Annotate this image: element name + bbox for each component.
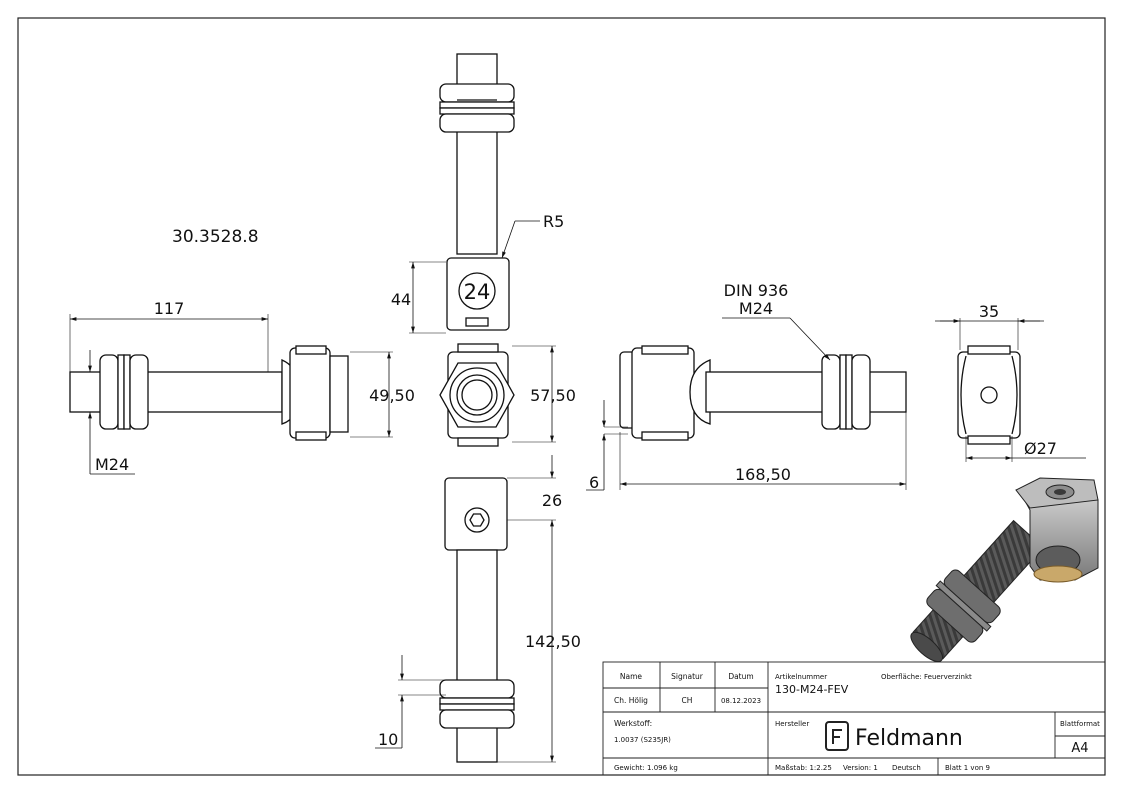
nut-marking-text: 24 [464,280,491,304]
tb-brand: Feldmann [855,726,963,751]
tb-version: Version: 1 [843,764,878,772]
dim-49-50: 49,50 [369,386,415,405]
tb-signatur-value: CH [682,696,693,705]
tb-werkstoff-value: 1.0037 (S235JR) [614,736,671,744]
tb-werkstoff-label: Werkstoff: [614,719,652,728]
tb-name-value: Ch. Hölig [614,696,648,705]
dim-35: 35 [979,302,999,321]
dim-m24-left: M24 [95,455,129,474]
dim-din936: DIN 936 [724,281,789,300]
tb-datum-value: 08.12.2023 [721,697,761,705]
tb-artikelnummer-label: Artikelnummer [775,673,827,681]
tb-sprache: Deutsch [892,764,921,772]
tb-artikelnummer-value: 130-M24-FEV [775,683,849,696]
drawing-frame [17,17,1106,776]
dim-117: 117 [154,299,185,318]
tb-hersteller-label: Hersteller [775,720,809,728]
tb-blattformat-label: Blattformat [1060,720,1100,728]
feldmann-logo-icon [825,721,849,751]
bottom-view [439,477,515,763]
dim-diameter-27: Ø27 [1024,439,1057,458]
dim-6: 6 [589,473,599,492]
tb-massstab: Maßstab: 1:2.25 [775,764,832,772]
dim-142-50: 142,50 [525,632,581,651]
part-code: 30.3528.8 [172,227,259,247]
tb-blattformat-value: A4 [1071,741,1088,756]
dim-26: 26 [542,491,562,510]
tb-oberflaeche: Oberfläche: Feuerverzinkt [881,673,972,681]
tb-signatur-header: Signatur [671,672,704,681]
dim-10: 10 [378,730,398,749]
tb-datum-header: Datum [728,672,753,681]
dim-168-50: 168,50 [735,465,791,484]
left-view [69,345,349,441]
dim-57-50: 57,50 [530,386,576,405]
center-view [439,343,515,447]
tb-gewicht: Gewicht: 1.096 kg [614,764,678,772]
dim-44: 44 [391,290,411,309]
dim-din-m24: M24 [739,299,773,318]
render-3d [910,477,1099,663]
dim-r5: R5 [543,212,564,231]
right-view [619,345,907,441]
title-block [602,661,1106,776]
tb-blatt: Blatt 1 von 9 [945,764,990,772]
end-view [957,345,1021,445]
top-view [439,53,515,331]
tb-name-header: Name [620,672,643,681]
nut-marking-circle [458,272,496,310]
